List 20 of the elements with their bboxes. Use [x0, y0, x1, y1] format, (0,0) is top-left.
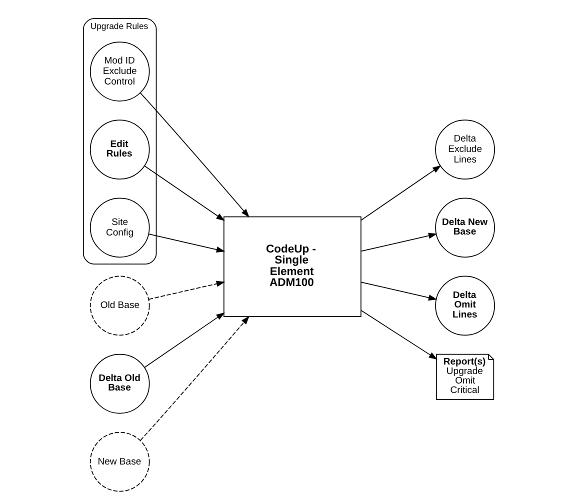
arrow [148, 280, 225, 300]
node-circle: New Base [89, 432, 150, 492]
arrow [144, 165, 224, 221]
arrow [360, 310, 437, 360]
arrow [360, 282, 437, 301]
node-circle: Delta Exclude Lines [434, 120, 494, 180]
node-circle: Old Base [89, 276, 150, 336]
node-circle: Delta Omit Lines [434, 276, 494, 336]
arrow [144, 312, 224, 368]
arrow [360, 165, 441, 221]
node-circle: Mod ID Exclude Control [89, 42, 150, 102]
node-circle: Site Config [89, 198, 150, 258]
arrow [148, 234, 225, 253]
node-box: CodeUp - Single Element ADM100 [222, 216, 361, 317]
node-circle: Delta New Base [434, 198, 494, 258]
arrow [139, 316, 249, 441]
arrow [139, 92, 249, 218]
arrow [360, 232, 437, 252]
node-circle: Edit Rules [89, 120, 150, 180]
node-circle: Delta Old Base [89, 354, 150, 414]
